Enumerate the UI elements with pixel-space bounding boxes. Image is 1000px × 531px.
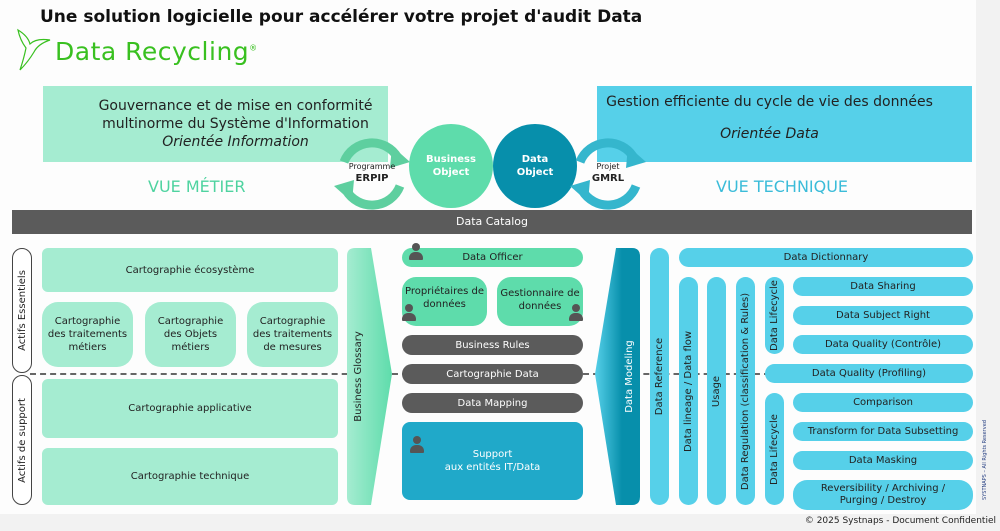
support-line1: Support [472,449,513,460]
data-officer: Data Officer [402,248,583,267]
hummingbird-logo-icon [17,28,51,71]
data-subject-right: Data Subject Right [793,306,973,325]
cartographie-data: Cartographie Data [402,364,583,384]
data-mapping: Data Mapping [402,393,583,413]
reversibility-line2: Purging / Destroy [839,495,927,506]
support-person-icon [410,436,424,454]
data-stewards: Gestionnaire de données [497,277,583,326]
carto-applicative: Cartographie applicative [42,379,338,438]
data-modeling-label: Data Modeling [623,340,635,413]
data-reference: Data Reference [650,248,669,505]
data-owners: Propriétaires de données [402,277,487,326]
logo-text: Data Recycling® [55,37,258,66]
data-stewards-person-icon [569,304,583,322]
usage: Usage [707,277,726,505]
governance-line1: Gouvernance et de mise en conformité [98,97,373,114]
business-rules: Business Rules [402,335,583,355]
carto-traitements: Cartographie des traitements métiers [42,302,133,367]
lifecycle-subtitle: Orientée Data [720,126,819,143]
support-it-data: Support aux entités IT/Data [402,422,583,500]
actifs-support-label: Actifs de support [12,375,32,505]
data-object-circle: Data Object [493,124,577,208]
data-masking: Data Masking [793,451,973,470]
data-quality-profiling: Data Quality (Profiling) [765,364,973,383]
business-object-circle: Business Object [409,124,493,208]
rights-reserved: SYSTNAPS – All Rights Reserved [982,420,988,500]
data-quality-controle: Data Quality (Contrôle) [793,335,973,354]
data-catalog-bar: Data Catalog [12,210,972,234]
actifs-essentiels-label: Actifs Essentiels [12,248,32,373]
carto-technique: Cartographie technique [42,448,338,505]
governance-box: Gouvernance et de mise en conformité mul… [43,86,388,162]
data-officer-person-icon [409,243,423,261]
divider-dashed [30,373,770,375]
reversibility: Reversibility / Archiving /Purging / Des… [793,480,973,510]
vue-metier: VUE MÉTIER [148,177,246,196]
business-glossary-arrow [347,248,392,505]
transform-subsetting: Transform for Data Subsetting [793,422,973,441]
carto-ecosysteme: Cartographie écosystème [42,248,338,292]
governance-subtitle: Orientée Information [162,134,309,151]
data-lifecycle-top: Data Lifecycle [765,277,784,354]
comparison: Comparison [793,393,973,412]
carto-objets: Cartographie des Objets métiers [145,302,236,367]
page-title: Une solution logicielle pour accélérer v… [40,7,643,27]
data-owners-person-icon [402,304,416,322]
lifecycle-title: Gestion efficiente du cycle de vie des d… [606,94,933,110]
data-lineage: Data lineage / Data flow [679,277,698,505]
data-sharing: Data Sharing [793,277,973,296]
data-modeling-arrow [595,248,640,505]
data-lifecycle-bottom: Data Lifecycle [765,393,784,505]
data-dictionary: Data Dictionnary [679,248,973,267]
cycle-arrows-right-icon [570,138,646,210]
vue-technique: VUE TECHNIQUE [716,177,849,196]
footer: © 2025 Systnaps - Document Confidentiel [804,516,996,526]
reversibility-line1: Reversibility / Archiving / [820,483,946,494]
lifecycle-box: Gestion efficiente du cycle de vie des d… [597,86,972,162]
business-glossary-label: Business Glossary [352,331,364,422]
carto-mesures: Cartographie des traitements de mesures [247,302,338,367]
cycle-arrows-left-icon [334,138,410,210]
data-regulation: Data Regulation (classification & Rules) [736,277,755,505]
governance-line2: multinorme du Système d'Information [102,115,369,132]
support-line2: aux entités IT/Data [444,462,541,473]
